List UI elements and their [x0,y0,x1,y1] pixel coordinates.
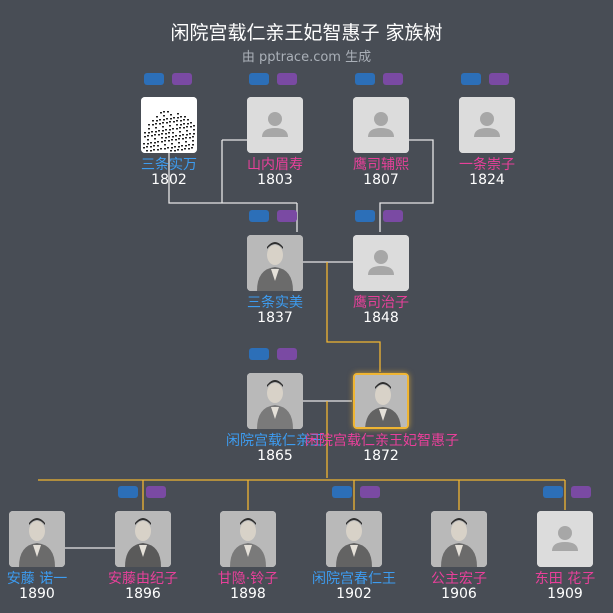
expand-mother-button[interactable] [571,486,591,498]
expand-mother-button[interactable] [146,486,166,498]
avatar-placeholder-icon[interactable] [353,97,409,153]
connector-line [168,140,297,204]
avatar-placeholder-icon[interactable] [353,235,409,291]
person-name[interactable]: 鹰司治子 [353,295,409,311]
expand-father-button[interactable] [355,210,375,222]
person-birth-year: 1848 [363,310,399,326]
person-birth-year: 1872 [363,448,399,464]
person-photo[interactable] [220,511,276,567]
avatar-placeholder-icon[interactable] [459,97,515,153]
person-photo[interactable] [247,373,303,429]
person-photo[interactable] [9,511,65,567]
person-name[interactable]: 闲院宫载仁亲王 [226,433,324,449]
person-birth-year: 1802 [151,172,187,188]
person-photo[interactable] [326,511,382,567]
connector-line [379,139,434,232]
connector-line [142,480,566,510]
person-birth-year: 1824 [469,172,505,188]
expand-mother-button[interactable] [277,73,297,85]
expand-mother-button[interactable] [277,210,297,222]
avatar-placeholder-icon[interactable] [537,511,593,567]
person-photo[interactable] [247,235,303,291]
person-name[interactable]: 闲院宫载仁亲王妃智惠子 [305,433,459,449]
expand-father-button[interactable] [249,210,269,222]
person-photo[interactable] [431,511,487,567]
connector-line [326,262,381,372]
person-name[interactable]: 安藤 诺一 [6,571,68,587]
person-birth-year: 1906 [441,586,477,602]
person-birth-year: 1807 [363,172,399,188]
expand-mother-button[interactable] [383,210,403,222]
expand-father-button[interactable] [461,73,481,85]
person-birth-year: 1902 [336,586,372,602]
expand-father-button[interactable] [332,486,352,498]
person-birth-year: 1837 [257,310,293,326]
person-birth-year: 1865 [257,448,293,464]
person-photo[interactable] [115,511,171,567]
person-birth-year: 1898 [230,586,266,602]
person-name[interactable]: 三条实万 [141,157,197,173]
person-name[interactable]: 闲院宫春仁王 [312,571,396,587]
person-name[interactable]: 安藤由纪子 [108,571,178,587]
person-photo[interactable] [141,97,197,153]
avatar-placeholder-icon[interactable] [247,97,303,153]
person-birth-year: 1896 [125,586,161,602]
expand-mother-button[interactable] [360,486,380,498]
expand-father-button[interactable] [118,486,138,498]
expand-father-button[interactable] [355,73,375,85]
person-birth-year: 1890 [19,586,55,602]
expand-mother-button[interactable] [172,73,192,85]
expand-father-button[interactable] [249,73,269,85]
person-name[interactable]: 鹰司辅熙 [353,157,409,173]
person-photo[interactable] [353,373,409,429]
expand-father-button[interactable] [144,73,164,85]
person-name[interactable]: 山内眉寿 [247,157,303,173]
person-birth-year: 1909 [547,586,583,602]
person-birth-year: 1803 [257,172,293,188]
expand-father-button[interactable] [249,348,269,360]
person-name[interactable]: 东田 花子 [534,571,596,587]
person-name[interactable]: 公主宏子 [431,571,487,587]
page-title: 闲院宫载仁亲王妃智惠子 家族树 [170,22,443,44]
person-name[interactable]: 一条崇子 [459,157,515,173]
expand-mother-button[interactable] [277,348,297,360]
page-subtitle: 由 pptrace.com 生成 [241,50,372,65]
person-name[interactable]: 甘隐·铃子 [217,571,279,587]
expand-mother-button[interactable] [383,73,403,85]
expand-mother-button[interactable] [489,73,509,85]
expand-father-button[interactable] [543,486,563,498]
person-name[interactable]: 三条实美 [247,295,303,311]
